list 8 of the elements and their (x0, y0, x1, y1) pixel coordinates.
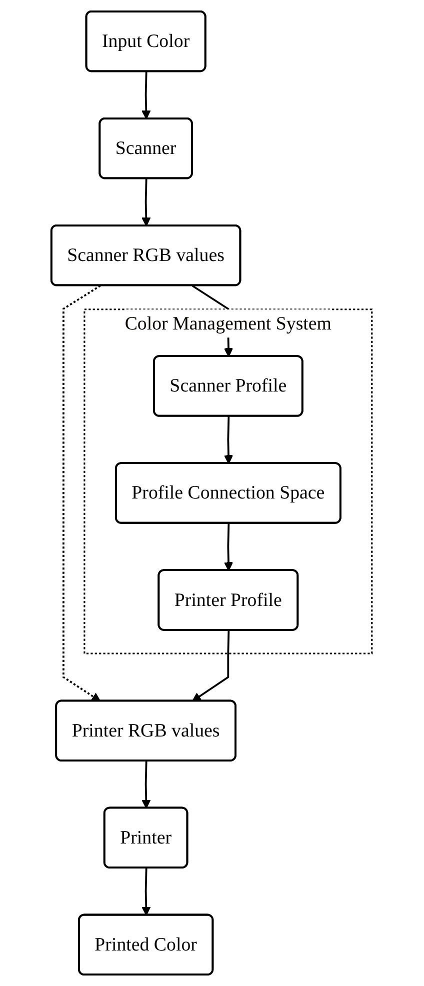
arrow (224, 523, 234, 572)
arrow (142, 761, 152, 809)
arrow (192, 630, 230, 702)
arrow (142, 178, 152, 226)
arrow (62, 284, 102, 702)
arrow (142, 868, 152, 916)
arrow (142, 72, 152, 120)
arrow (224, 416, 234, 464)
